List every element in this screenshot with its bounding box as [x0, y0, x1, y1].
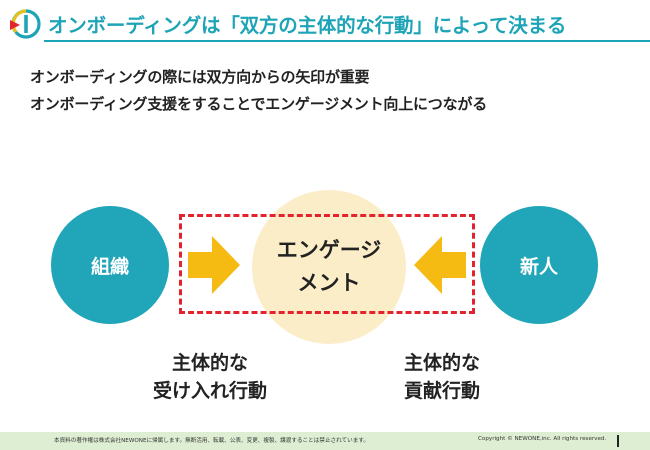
organization-caption-line1: 主体的な [171, 352, 248, 374]
organization-circle: 組織 [51, 206, 169, 324]
engagement-dashed-frame [179, 214, 475, 314]
newcomer-action-caption: 主体的な 貢献行動 [352, 350, 532, 405]
copyright-label: Copyright © NEWONE,inc. All rights reser… [478, 436, 607, 442]
header-divider [44, 40, 650, 42]
page-marker [617, 435, 619, 447]
organization-label: 組織 [90, 255, 129, 278]
organization-caption-line2: 受け入れ行動 [152, 379, 267, 402]
slide-title: オンボーディングは「双方の主体的な行動」によって決まる [48, 14, 567, 37]
slide-footer: 本資料の著作権は株式会社NEWONEに帰属します。無断活用、転載、公表、変更、複… [0, 432, 650, 450]
newcomer-circle: 新人 [480, 206, 598, 324]
newone-logo-icon [10, 9, 41, 39]
engagement-label-line1: エンゲージ [276, 238, 382, 263]
organization-action-caption: 主体的な 受け入れ行動 [120, 350, 300, 405]
newcomer-caption-line2: 貢献行動 [403, 379, 480, 402]
left-arrow-icon [414, 236, 466, 294]
copyright-notice: 本資料の著作権は株式会社NEWONEに帰属します。無断活用、転載、公表、変更、複… [54, 438, 369, 444]
newcomer-label: 新人 [519, 255, 558, 278]
right-arrow-icon [188, 236, 240, 294]
newcomer-caption-line1: 主体的な [403, 352, 480, 374]
engagement-label-line2: メント [297, 271, 361, 295]
summary-line-2: オンボーディング支援をすることでエンゲージメント向上につながる [30, 95, 488, 113]
slide-header: オンボーディングは「双方の主体的な行動」によって決まる [0, 0, 650, 46]
summary-line-1: オンボーディングの際には双方向からの矢印が重要 [30, 68, 370, 86]
